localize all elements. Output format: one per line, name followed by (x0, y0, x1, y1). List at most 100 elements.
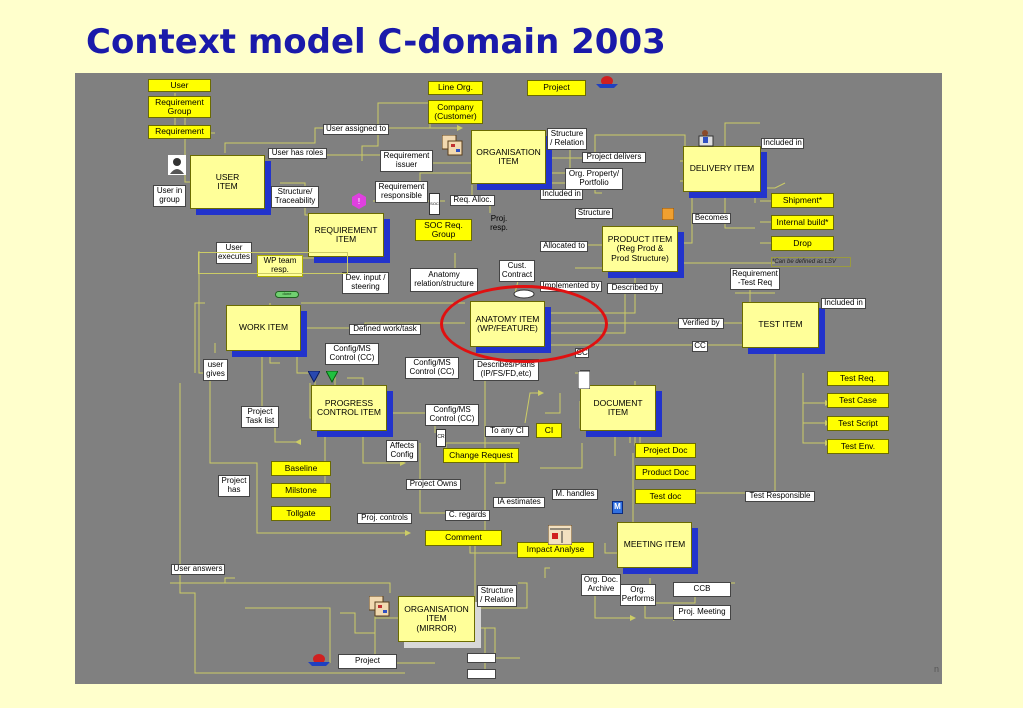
relation-ia-estimates: IA estimates (493, 497, 545, 508)
relation-org-performs: Org. Performs (620, 584, 656, 606)
relation-config-ms-anatomy: Config/MS Control (CC) (405, 357, 459, 379)
relation-org-property: Org. Property/ Portfolio (565, 168, 623, 190)
relation-project-delivers: Project delivers (582, 152, 646, 163)
project-bottom-tag: Project (338, 654, 397, 669)
product-doc-tag: Product Doc (635, 465, 696, 480)
project-tag: Project (527, 80, 586, 96)
product-item-box: PRODUCT ITEM (Reg Prod & Prod Structure) (602, 226, 678, 272)
context-diagram: USER ITEM REQUIREMENT ITEM ORGANISATION … (75, 73, 942, 684)
relation-ccb: CCB (673, 582, 731, 597)
soc-req-group-tag: SOC Req. Group (415, 219, 472, 241)
baseline-tag: Baseline (271, 461, 331, 476)
organisation-item-box: ORGANISATION ITEM (471, 130, 546, 184)
blue-boat-icon-bottom (308, 654, 330, 666)
relation-c-regards: C. regards (445, 510, 490, 521)
cr-card-letters: CR (437, 434, 445, 441)
relation-project-owns: Project Owns (406, 479, 461, 490)
test-doc-tag: Test doc (635, 489, 696, 504)
relation-user-executes: User executes (216, 242, 252, 264)
relation-wp-team-resp: WP team resp. (257, 255, 303, 277)
relation-test-responsible: Test Responsible (745, 491, 815, 502)
page-number: n (934, 664, 940, 674)
relation-config-ms-progress: Config/MS Control (CC) (425, 404, 479, 426)
person-at-computer-icon (698, 130, 714, 147)
drop-tag: Drop (771, 236, 834, 251)
test-case-tag: Test Case (827, 393, 889, 408)
test-script-tag: Test Script (827, 416, 889, 431)
svg-text:!: ! (357, 197, 360, 206)
relation-config-ms-work: Config/MS Control (CC) (325, 343, 379, 365)
relation-req-alloc: Req. Alloc. (450, 195, 495, 206)
relation-cc-test: CC (692, 341, 708, 352)
done-badge-letters: done (282, 291, 292, 297)
relation-cust-contract: Cust. Contract (499, 260, 535, 282)
test-item-box: TEST ITEM (742, 302, 819, 348)
m-badge-letter: M (614, 502, 621, 512)
requirement-tag: Requirement (148, 125, 211, 139)
lsv-note: *Can be defined as LSV (771, 257, 851, 267)
relation-user-answers: User answers (171, 564, 225, 575)
relation-described-by: Described by (607, 283, 663, 294)
relation-included-in-test: Included in (821, 298, 866, 309)
anatomy-highlight-ellipse (440, 285, 608, 363)
milestone-tag: Milstone (271, 483, 331, 498)
relation-project-has: Project has (218, 475, 250, 497)
ci-tag: CI (536, 423, 562, 438)
relation-structure-relation-mirror: Structure / Relation (477, 585, 517, 607)
document-sheet-icon (578, 371, 590, 389)
delivery-item-box: DELIVERY ITEM (683, 146, 761, 192)
blue-boat-icon-top (596, 76, 618, 88)
blank-box-1 (467, 653, 496, 663)
comment-tag: Comment (425, 530, 502, 546)
user-item-box: USER ITEM (190, 155, 265, 209)
pink-hexagon-icon: ! (352, 193, 366, 209)
page-title: Context model C-domain 2003 (86, 22, 666, 62)
relation-anatomy-structure: Anatomy relation/structure (410, 268, 478, 292)
orange-square-icon (662, 208, 674, 220)
relation-user-has-roles: User has roles (268, 148, 327, 159)
soc-card-icon: SOC (429, 193, 440, 215)
relation-affects-config: Affects Config (386, 440, 418, 462)
company-customer-tag: Company (Customer) (428, 100, 483, 124)
relation-proj-controls: Proj. controls (357, 513, 412, 524)
progress-control-item-box: PROGRESS CONTROL ITEM (311, 385, 387, 431)
organisation-mirror-item-box: ORGANISATION ITEM (MIRROR) (398, 596, 475, 642)
m-badge-icon: M (612, 501, 623, 514)
relation-structure-relation: Structure / Relation (547, 128, 587, 150)
relation-allocated-to: Allocated to (540, 241, 588, 252)
relation-project-task-list: Project Task list (241, 406, 279, 428)
relation-org-doc-archive: Org. Doc. Archive (581, 574, 621, 596)
line-org-tag: Line Org. (428, 81, 483, 95)
soc-card-letters: SOC (430, 200, 439, 206)
test-env-tag: Test Env. (827, 439, 889, 454)
blue-triangle-icon (308, 371, 320, 383)
relation-dev-input-steering: Dev. input / steering (342, 272, 389, 294)
internal-build-tag: Internal build* (771, 215, 834, 230)
relation-user-gives: user gives (203, 359, 228, 381)
relation-user-assigned-to: User assigned to (323, 124, 389, 135)
blank-box-2 (467, 669, 496, 679)
relation-requirement-responsible: Requirement responsible (375, 181, 428, 203)
relation-proj-meeting: Proj. Meeting (673, 605, 731, 620)
relation-m-handles: M. handles (552, 489, 598, 500)
relation-proj-resp: Proj. resp. (484, 213, 514, 235)
shipment-tag: Shipment* (771, 193, 834, 208)
relation-defined-work-task: Defined work/task (349, 324, 421, 335)
green-triangle-icon (326, 371, 338, 383)
relation-requirement-test-req: Requirement -Test Req (730, 268, 780, 290)
tollgate-tag: Tollgate (271, 506, 331, 521)
meeting-item-box: MEETING ITEM (617, 522, 692, 568)
wp-team-dashed-line (198, 252, 348, 274)
person-portrait-icon (168, 155, 186, 175)
test-req-tag: Test Req. (827, 371, 889, 386)
org-chart-icon (442, 135, 463, 156)
org-chart-mirror-icon (369, 596, 390, 617)
relation-to-any-ci: To any CI (485, 426, 529, 437)
document-item-box: DOCUMENT ITEM (580, 385, 656, 431)
cr-card-icon: CR (436, 429, 446, 447)
work-item-box: WORK ITEM (226, 305, 301, 351)
relation-included-in-org: Included in (540, 189, 583, 200)
relation-structure: Structure (575, 208, 613, 219)
relation-user-in-group: User in group (153, 185, 186, 207)
requirement-group-tag: Requirement Group (148, 96, 211, 118)
